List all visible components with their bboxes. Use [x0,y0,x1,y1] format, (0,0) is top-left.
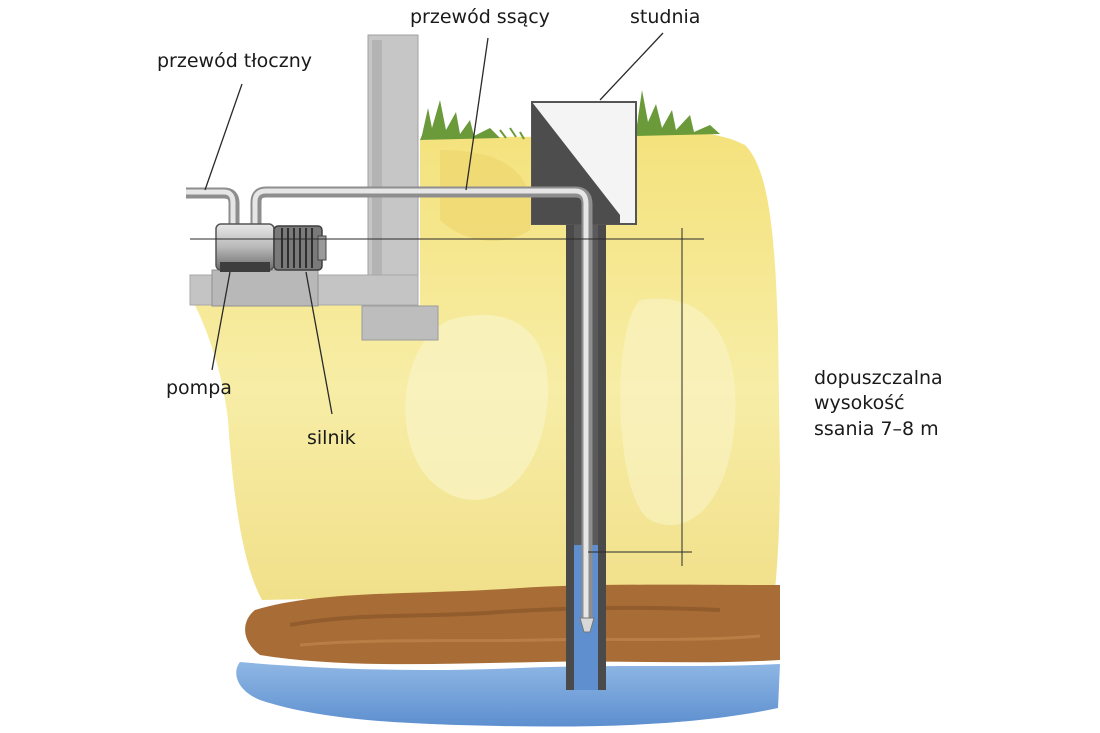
label-motor: silnik [307,427,356,449]
clay-streak [289,605,721,627]
motor-fins [281,228,313,268]
label-suction-pipe: przewód ssący [410,6,550,28]
leader-motor [305,271,333,415]
well-casing-right [598,215,606,690]
leader-well [599,32,664,101]
soil-light-patch [620,298,736,526]
groundwater-layer [236,662,780,727]
grass-right [636,90,720,136]
leader-suction-pipe [465,37,489,191]
grass-left [420,100,500,140]
label-delivery-pipe: przewód tłoczny [157,50,312,72]
clay-streak [299,634,761,647]
pump-base [220,262,270,272]
label-suction-height: dopuszczalna wysokość ssania 7–8 m [814,366,943,442]
label-suction-height-line-3: ssania 7–8 m [814,417,939,440]
label-well: studnia [630,6,701,28]
grass-blades [499,127,525,140]
label-suction-height-line-1: dopuszczalna [814,367,943,389]
house-wall-shade [372,40,382,298]
delivery-pipe-highlight [186,189,236,232]
leader-delivery-pipe [204,83,243,191]
foot-valve [579,617,595,633]
well-casing-left [566,215,574,690]
pump-plinth [211,269,319,307]
label-suction-height-line-2: wysokość [814,392,905,415]
label-pump: pompa [166,377,232,399]
soil-light-patch [405,314,549,500]
suction-pipe-highlight [252,188,589,620]
foundation-footing [361,305,439,341]
leader-pump [211,271,231,371]
clay-layer [245,584,780,665]
motor-cap [317,235,327,261]
